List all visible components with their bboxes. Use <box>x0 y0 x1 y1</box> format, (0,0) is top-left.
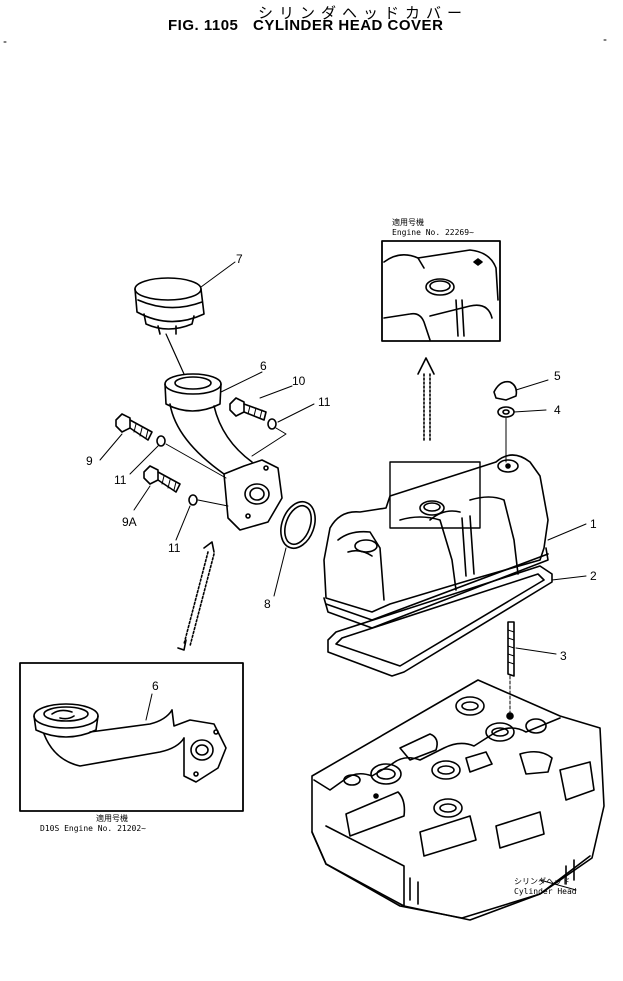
arrow-to-inset-bottom <box>177 541 215 651</box>
callout-11-bottom: 11 <box>168 541 181 555</box>
head-label-jp: シリンダヘッド <box>514 876 570 886</box>
figure-title: FIG. 1105 CYLINDER HEAD COVER <box>168 17 453 34</box>
japanese-title: シリンダヘッドカバー <box>258 4 469 22</box>
callout-9: 9 <box>86 454 93 468</box>
cover-stud-boss <box>497 459 519 473</box>
inset-top: 適用号機 Engine No. 22269~ <box>381 217 501 342</box>
head-label-en: Cylinder Head <box>514 887 577 896</box>
callout-6: 6 <box>260 359 267 373</box>
inset-bottom-part-number: 6 <box>152 679 159 693</box>
cover-boss-left <box>354 539 378 553</box>
callout-8: 8 <box>264 597 271 611</box>
callout-10: 10 <box>292 374 306 388</box>
part-3-stud <box>507 621 557 713</box>
head-port-4 <box>455 696 485 716</box>
head-port-2 <box>431 760 461 780</box>
part-10-bolt <box>229 385 293 421</box>
head-port-1 <box>370 763 402 785</box>
part-4-washer <box>497 406 547 463</box>
callout-2: 2 <box>590 569 597 583</box>
callout-4: 4 <box>554 403 561 417</box>
part-1-head-cover <box>323 454 587 629</box>
inset-bottom-jp-label: 適用号機 <box>96 813 128 823</box>
arrow-to-inset-top <box>417 357 435 443</box>
part-7-breather-cap <box>134 261 236 335</box>
figure-number: FIG. 1105 <box>168 17 239 34</box>
inset-top-engine-label: Engine No. 22269~ <box>392 228 474 237</box>
callout-1: 1 <box>590 517 597 531</box>
figure-name: CYLINDER HEAD COVER <box>253 17 444 34</box>
part-11-washer-lower <box>175 494 229 541</box>
cover-detail-box <box>389 461 481 529</box>
part-11-washer-middle <box>129 435 227 479</box>
callout-5: 5 <box>554 369 561 383</box>
inset-bottom-engine-label: D10S Engine No. 21202~ <box>40 824 146 833</box>
part-11-washer-upper <box>251 403 315 457</box>
part-5-cap-nut <box>493 379 549 401</box>
cap-hose-line <box>165 333 185 375</box>
part-9a-bolt <box>133 465 181 511</box>
inset-top-nut <box>473 258 483 266</box>
inset-top-edge <box>383 254 425 269</box>
inset-bottom: 6 適用号機 D10S Engine No. 21202~ <box>19 662 244 833</box>
inset-top-jp-label: 適用号機 <box>392 217 424 227</box>
inset-top-oil-port <box>425 278 455 296</box>
part-9-bolt <box>99 413 153 461</box>
callout-11-mid: 11 <box>114 473 127 487</box>
part-6-elbow-pipe <box>164 371 283 531</box>
cylinder-head <box>311 679 605 921</box>
callout-3: 3 <box>560 649 567 663</box>
inset-top-frame <box>381 240 501 342</box>
part-2-gasket <box>327 565 587 677</box>
inset-bottom-frame <box>19 662 244 812</box>
part-8-o-ring <box>273 500 316 597</box>
head-port-3 <box>485 722 515 742</box>
callout-7: 7 <box>236 252 243 266</box>
callout-9a: 9A <box>122 515 137 529</box>
callout-11-top: 11 <box>318 395 331 409</box>
callout-labels: 7 6 10 11 9 11 9A 11 8 5 4 1 2 3 <box>86 252 597 663</box>
cover-oil-port <box>419 500 445 516</box>
